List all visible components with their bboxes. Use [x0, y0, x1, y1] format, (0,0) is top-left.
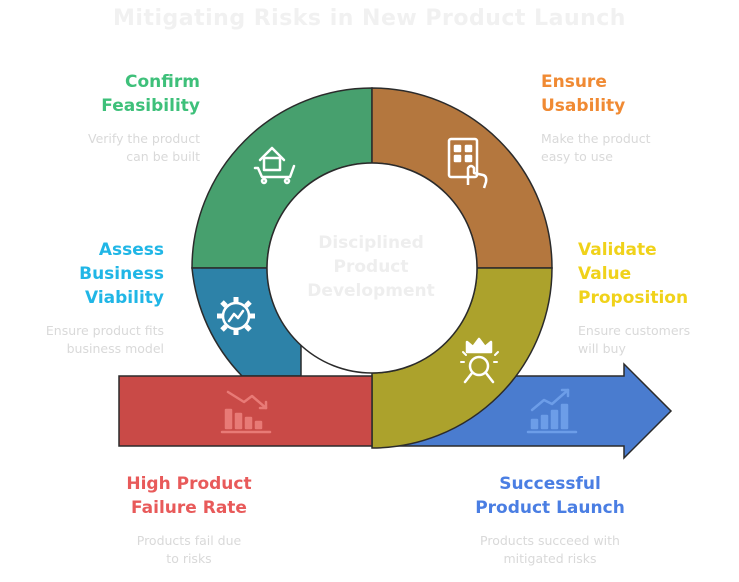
failure-label: High Product Failure Rate: [126, 474, 252, 518]
home-cart-icon: [253, 146, 296, 185]
feasibility-label: Confirm Feasibility: [101, 72, 200, 116]
value-label: Validate Value Proposition: [578, 240, 689, 308]
success-label: Successful Product Launch: [475, 474, 625, 518]
usability-label: Ensure Usability: [541, 72, 626, 116]
value-desc: Ensure customers will buy: [578, 323, 691, 356]
building-hand-icon: [447, 137, 488, 189]
success-desc: Products succeed with mitigated risks: [480, 533, 620, 566]
declining-chart-icon: [220, 390, 272, 434]
center-circle: [266, 162, 478, 374]
failure-bar: [118, 375, 373, 447]
failure-desc: Products fail due to risks: [136, 533, 242, 566]
growth-chart-icon: [526, 388, 578, 434]
viability-desc: Ensure product fits business model: [45, 323, 164, 356]
usability-desc: Make the product easy to use: [541, 131, 651, 164]
center-label: Disciplined Product Development: [307, 233, 435, 301]
viability-label: Assess Business Viability: [79, 240, 164, 308]
diagram-title: Mitigating Risks in New Product Launch: [113, 6, 626, 31]
gear-chart-icon: [217, 297, 255, 335]
crown-search-icon: [460, 337, 499, 384]
feasibility-desc: Verify the product can be built: [88, 131, 200, 164]
